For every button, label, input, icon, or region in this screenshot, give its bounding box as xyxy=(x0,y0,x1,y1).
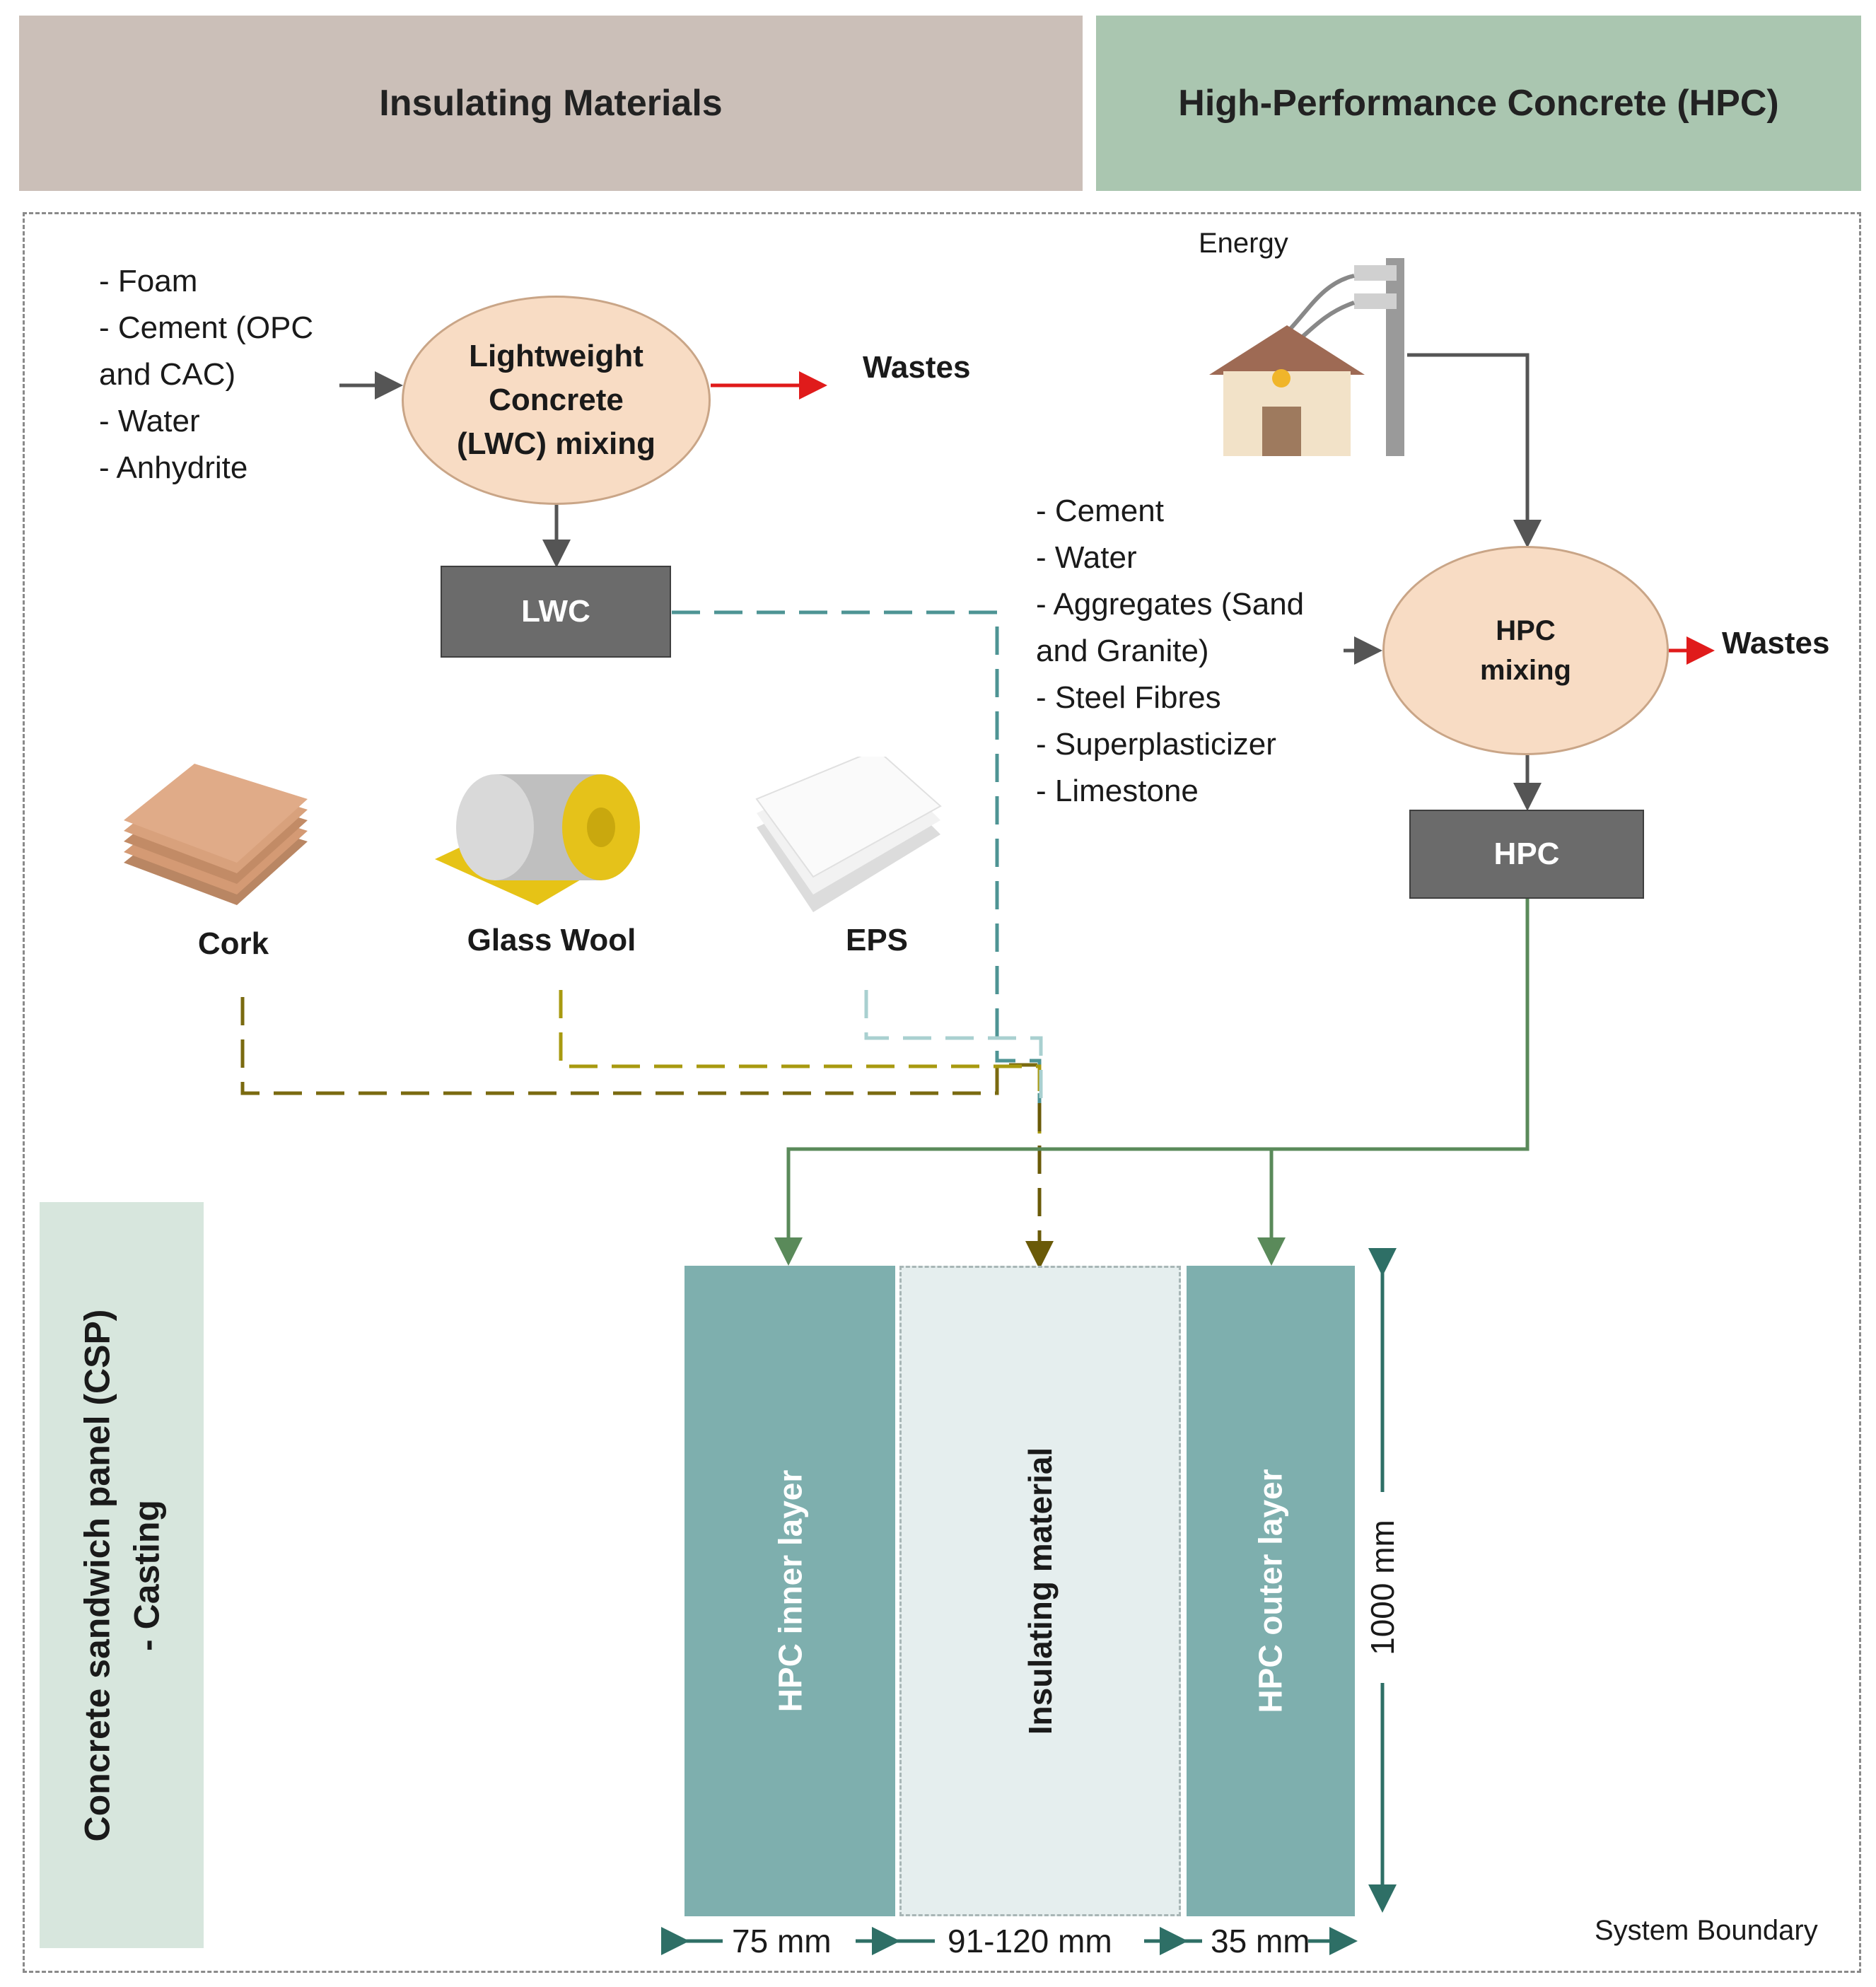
hpc-to-inner-arrow xyxy=(774,898,1530,1266)
system-boundary xyxy=(23,212,1861,1973)
header-hpc: High-Performance Concrete (HPC) xyxy=(1096,16,1861,191)
header-insulating-materials: Insulating Materials xyxy=(19,16,1083,191)
insulating-material-label: Insulating material xyxy=(1022,1447,1059,1735)
hpc-mixing-label: HPC mixing xyxy=(1480,615,1571,686)
hpc-mixing-node: HPC mixing xyxy=(1382,546,1669,755)
insulation-item-cork: Cork xyxy=(197,926,269,961)
hpc-product-label: HPC xyxy=(1493,837,1560,871)
hpc-inner-layer-label: HPC inner layer xyxy=(771,1469,809,1713)
insulation-item-eps: EPS xyxy=(845,923,909,957)
lwc-product-label: LWC xyxy=(521,594,590,629)
width-insulation-label: 91-120 mm xyxy=(948,1923,1112,1959)
lwc-input-list: - Foam - Cement (OPC and CAC) - Water - … xyxy=(99,264,314,485)
csp-side-panel: Concrete sandwich panel (CSP) - Casting xyxy=(40,1202,204,1948)
height-label-box: 1000 mm xyxy=(1361,1492,1404,1683)
glasswool-dashed-line xyxy=(559,990,1042,1146)
energy-arrow xyxy=(1407,353,1542,548)
csp-title: Concrete sandwich panel (CSP) xyxy=(77,1309,117,1841)
system-boundary-label: System Boundary xyxy=(1595,1915,1818,1946)
height-label: 1000 mm xyxy=(1364,1520,1401,1655)
lwc-product-box: LWC xyxy=(441,566,671,658)
insulation-item-glass-wool: Glass Wool xyxy=(467,923,636,957)
cork-dashed-line xyxy=(240,997,1039,1095)
eps-dashed-line xyxy=(864,990,1043,1103)
lwc-mixing-label: Lightweight Concrete (LWC) mixing xyxy=(456,339,656,461)
lwc-wastes-label: Wastes xyxy=(863,350,971,385)
csp-subtitle: - Casting xyxy=(127,1499,166,1651)
hpc-product-box: HPC xyxy=(1409,810,1644,899)
cork-image xyxy=(117,757,322,912)
hpc-input-list: - Cement - Water - Aggregates (Sand and … xyxy=(1036,494,1305,808)
hpc-outer-layer: HPC outer layer xyxy=(1187,1266,1355,1916)
hpc-wastes-label: Wastes xyxy=(1722,626,1830,660)
width-outer-label: 35 mm xyxy=(1211,1923,1310,1959)
width-inner-label: 75 mm xyxy=(732,1923,832,1959)
eps-image xyxy=(750,748,948,912)
house-with-power-pole-icon xyxy=(1202,255,1414,456)
header-right-title: High-Performance Concrete (HPC) xyxy=(1178,83,1779,124)
glass-wool-image xyxy=(431,753,643,923)
energy-label: Energy xyxy=(1199,228,1288,259)
insulating-material-layer: Insulating material xyxy=(899,1266,1181,1916)
lwc-mixing-node: Lightweight Concrete (LWC) mixing xyxy=(402,296,711,505)
header-left-title: Insulating Materials xyxy=(379,83,723,124)
hpc-outer-layer-label: HPC outer layer xyxy=(1252,1469,1289,1713)
csp-side-text: Concrete sandwich panel (CSP) - Casting xyxy=(72,1309,171,1841)
hpc-inner-layer: HPC inner layer xyxy=(684,1266,895,1916)
